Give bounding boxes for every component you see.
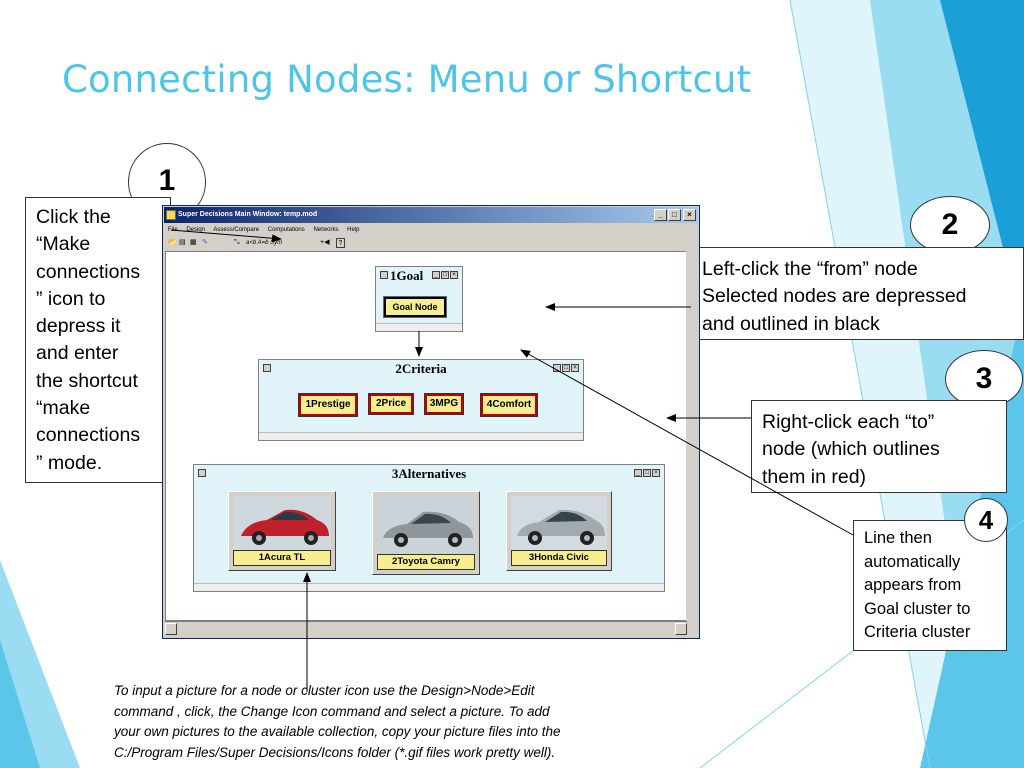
callout-3-line: node (which outlines bbox=[762, 438, 940, 461]
horizontal-scrollbar[interactable] bbox=[165, 621, 687, 635]
callout-4-line: appears from bbox=[864, 576, 962, 594]
callout-1-line: ” mode. bbox=[36, 451, 103, 474]
cluster-goal-window-buttons[interactable]: _□× bbox=[432, 271, 458, 279]
cluster-alternatives-title: 3Alternatives bbox=[391, 466, 467, 481]
cluster-scrollbar[interactable] bbox=[376, 323, 462, 331]
help-icon[interactable]: ? bbox=[336, 238, 345, 248]
menu-bar: File Design Assess/Compare Computations … bbox=[164, 224, 698, 236]
scroll-left-button[interactable] bbox=[165, 623, 177, 635]
callout-number-4: 4 bbox=[964, 498, 1008, 542]
toolbar-text[interactable]: a<b A=b Sym bbox=[246, 240, 283, 246]
note-line: command , click, the Change Icon command… bbox=[114, 703, 550, 719]
callout-4-line: automatically bbox=[864, 552, 961, 571]
car-image bbox=[377, 496, 475, 554]
save-icon[interactable]: ▤ bbox=[179, 239, 186, 246]
callout-4-box: Line then automatically appears from Goa… bbox=[853, 520, 1007, 651]
callout-1-box: Click the “Make connections ” icon to de… bbox=[25, 197, 171, 483]
cluster-goal-title: 1Goal bbox=[390, 268, 424, 283]
callout-1-line: depress it bbox=[36, 315, 121, 338]
cluster-alternatives[interactable]: 3Alternatives _□× 1Acura TL bbox=[193, 464, 665, 592]
callout-1-line: and enter bbox=[36, 342, 119, 365]
menu-assess-compare[interactable]: Assess/Compare bbox=[213, 227, 260, 233]
node-honda-civic-label: 3Honda Civic bbox=[511, 550, 607, 566]
node-prestige[interactable]: 1Prestige bbox=[298, 393, 358, 417]
cluster-criteria-window-buttons[interactable]: _□× bbox=[553, 364, 579, 372]
menu-design[interactable]: Design bbox=[186, 227, 206, 233]
node-acura-tl-label: 1Acura TL bbox=[233, 550, 331, 566]
cluster-criteria-title: 2Criteria bbox=[395, 361, 447, 376]
menu-file[interactable]: File bbox=[168, 227, 178, 233]
window-title: Super Decisions Main Window: temp.mod bbox=[178, 211, 318, 218]
cluster-menu-icon[interactable] bbox=[263, 364, 271, 372]
callout-1-line: ” icon to bbox=[36, 287, 106, 310]
callout-1-line: “Make bbox=[36, 233, 91, 256]
tool-bar: 📂 ▤ ▦ ✎ ⤡ a<b A=b Sym +◀ ? bbox=[164, 237, 698, 249]
car-photo bbox=[511, 496, 607, 550]
pencil-icon[interactable]: ✎ bbox=[202, 239, 208, 246]
network-canvas[interactable]: 1Goal _□× Goal Node 2Criteria _□× 1Prest… bbox=[165, 251, 687, 621]
cluster-alternatives-window-buttons[interactable]: _□× bbox=[634, 469, 660, 477]
node-mpg[interactable]: 3MPG bbox=[424, 393, 464, 415]
callout-4-line: Goal cluster to bbox=[864, 599, 971, 618]
scroll-right-button[interactable] bbox=[675, 623, 687, 635]
menu-help[interactable]: Help bbox=[347, 227, 360, 233]
callout-2-line: Selected nodes are depressed bbox=[702, 285, 967, 308]
callout-1-line: the shortcut bbox=[36, 369, 138, 392]
menu-networks[interactable]: Networks bbox=[313, 227, 339, 233]
cluster-goal[interactable]: 1Goal _□× Goal Node bbox=[375, 266, 463, 332]
cluster-criteria[interactable]: 2Criteria _□× 1Prestige 2Price 3MPG 4Com… bbox=[258, 359, 584, 441]
make-connections-icon[interactable]: ⤡ bbox=[234, 239, 240, 246]
callout-number-3: 3 bbox=[945, 350, 1023, 408]
open-icon[interactable]: 📂 bbox=[168, 239, 177, 246]
callout-1-number: 1 bbox=[158, 164, 176, 197]
callout-1-line: Click the bbox=[36, 206, 111, 228]
node-toyota-camry-label: 2Toyota Camry bbox=[377, 554, 475, 570]
callout-2-box: Left-click the “from” node Selected node… bbox=[691, 247, 1024, 340]
minimize-button[interactable]: _ bbox=[654, 209, 667, 221]
slide-title: Connecting Nodes: Menu or Shortcut bbox=[62, 58, 752, 101]
callout-3-box: Right-click each “to” node (which outlin… bbox=[751, 400, 1007, 493]
cluster-scrollbar[interactable] bbox=[259, 432, 583, 440]
callout-4-number: 4 bbox=[978, 504, 994, 535]
car-image bbox=[233, 496, 331, 550]
note-line: your own pictures to the available colle… bbox=[114, 724, 561, 739]
app-icon bbox=[166, 210, 176, 220]
callout-3-number: 3 bbox=[975, 362, 993, 395]
callout-1-line: connections bbox=[36, 260, 141, 283]
icon-instructions-note: To input a picture for a node or cluster… bbox=[114, 681, 714, 763]
car-photo bbox=[377, 496, 475, 554]
callout-2-number: 2 bbox=[941, 208, 959, 241]
cluster-scrollbar[interactable] bbox=[194, 583, 664, 591]
close-button[interactable]: × bbox=[683, 209, 696, 221]
node-comfort[interactable]: 4Comfort bbox=[480, 393, 538, 417]
callout-2-line: and outlined in black bbox=[702, 312, 880, 335]
vertical-scrollbar[interactable] bbox=[686, 251, 698, 621]
callout-1-line: connections bbox=[36, 424, 141, 447]
connect-icon[interactable]: +◀ bbox=[320, 239, 330, 246]
node-toyota-camry[interactable]: 2Toyota Camry bbox=[372, 491, 480, 575]
node-acura-tl[interactable]: 1Acura TL bbox=[228, 491, 336, 571]
print-icon[interactable]: ▦ bbox=[190, 239, 197, 246]
node-goal[interactable]: Goal Node bbox=[383, 296, 447, 318]
callout-1-line: “make bbox=[36, 397, 91, 420]
car-photo bbox=[233, 496, 331, 550]
node-price[interactable]: 2Price bbox=[368, 393, 414, 415]
callout-number-2: 2 bbox=[910, 196, 990, 254]
menu-computations[interactable]: Computations bbox=[267, 227, 305, 233]
callout-3-line: Right-click each “to” bbox=[762, 411, 935, 433]
cluster-menu-icon[interactable] bbox=[198, 469, 206, 477]
app-window: Super Decisions Main Window: temp.mod _ … bbox=[162, 205, 700, 639]
callout-3-line: them in red) bbox=[762, 465, 867, 488]
cluster-menu-icon[interactable] bbox=[380, 271, 388, 279]
car-image bbox=[511, 496, 607, 550]
note-line: To input a picture for a node or cluster… bbox=[114, 683, 535, 698]
callout-4-line: Line then bbox=[864, 529, 932, 547]
window-title-bar[interactable]: Super Decisions Main Window: temp.mod _ … bbox=[164, 207, 698, 223]
callout-2-line: Left-click the “from” node bbox=[702, 258, 918, 280]
note-line: C:/Program Files/Super Decisions/Icons f… bbox=[114, 744, 556, 760]
maximize-button[interactable]: □ bbox=[668, 209, 681, 221]
node-honda-civic[interactable]: 3Honda Civic bbox=[506, 491, 612, 571]
callout-4-line: Criteria cluster bbox=[864, 623, 971, 641]
